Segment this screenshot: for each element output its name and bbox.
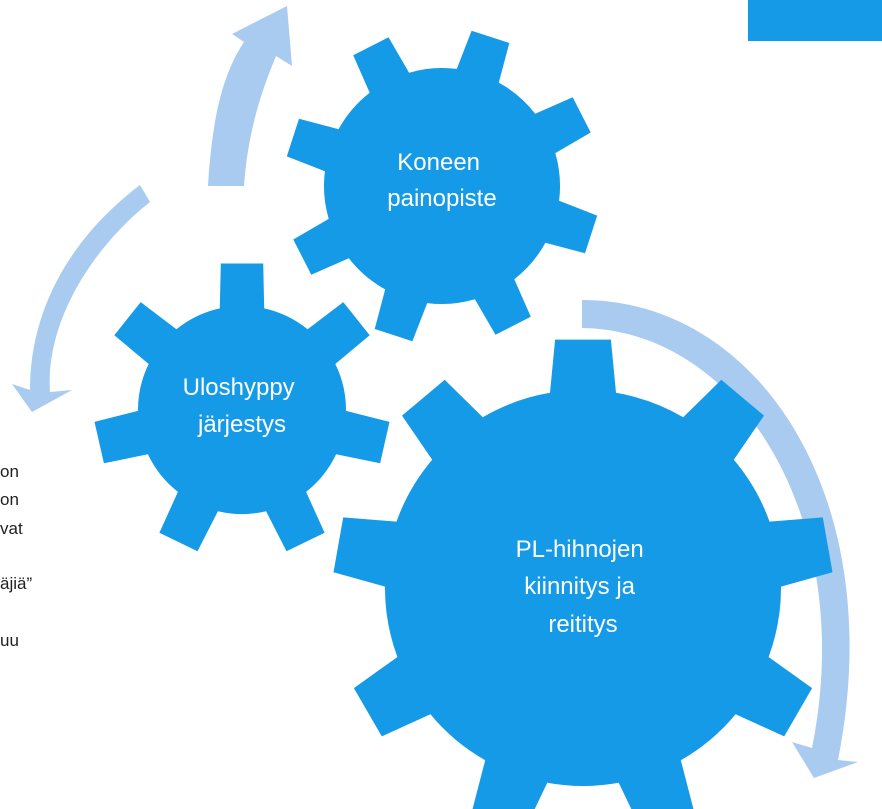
gear-left-label: Uloshyppy järjestys [183,374,302,438]
gear-right-shape [333,339,833,809]
arrow-to-left-gear [12,185,150,412]
gear-right-label-line: reititys [548,611,617,638]
partial-text-line: on [0,462,19,481]
gear-right-label-line: kiinnitys ja [524,573,635,600]
arrow-to-right-gear [582,300,858,778]
arrow-to-top-gear [208,6,292,186]
partial-text-line: äjiä” [0,574,33,593]
gear-top-shape [286,30,598,342]
gear-left-shape [94,263,390,552]
partial-text-line: on [0,490,19,509]
gear-right-label-line: PL-hihnojen [516,536,644,563]
accent-box [748,0,882,41]
partial-text-line: vat [0,519,23,538]
gear-top-label-line: Koneen [397,149,480,176]
gear-top-label: Koneen painopiste [387,149,496,212]
gear-top-label-line: painopiste [387,185,496,212]
gear-right-label: PL-hihnojen kiinnitys ja reititys [516,536,651,638]
partial-text-line: uu [0,631,19,650]
gear-left-label-line: järjestys [197,411,286,438]
gear-left-label-line: Uloshyppy [183,374,295,401]
